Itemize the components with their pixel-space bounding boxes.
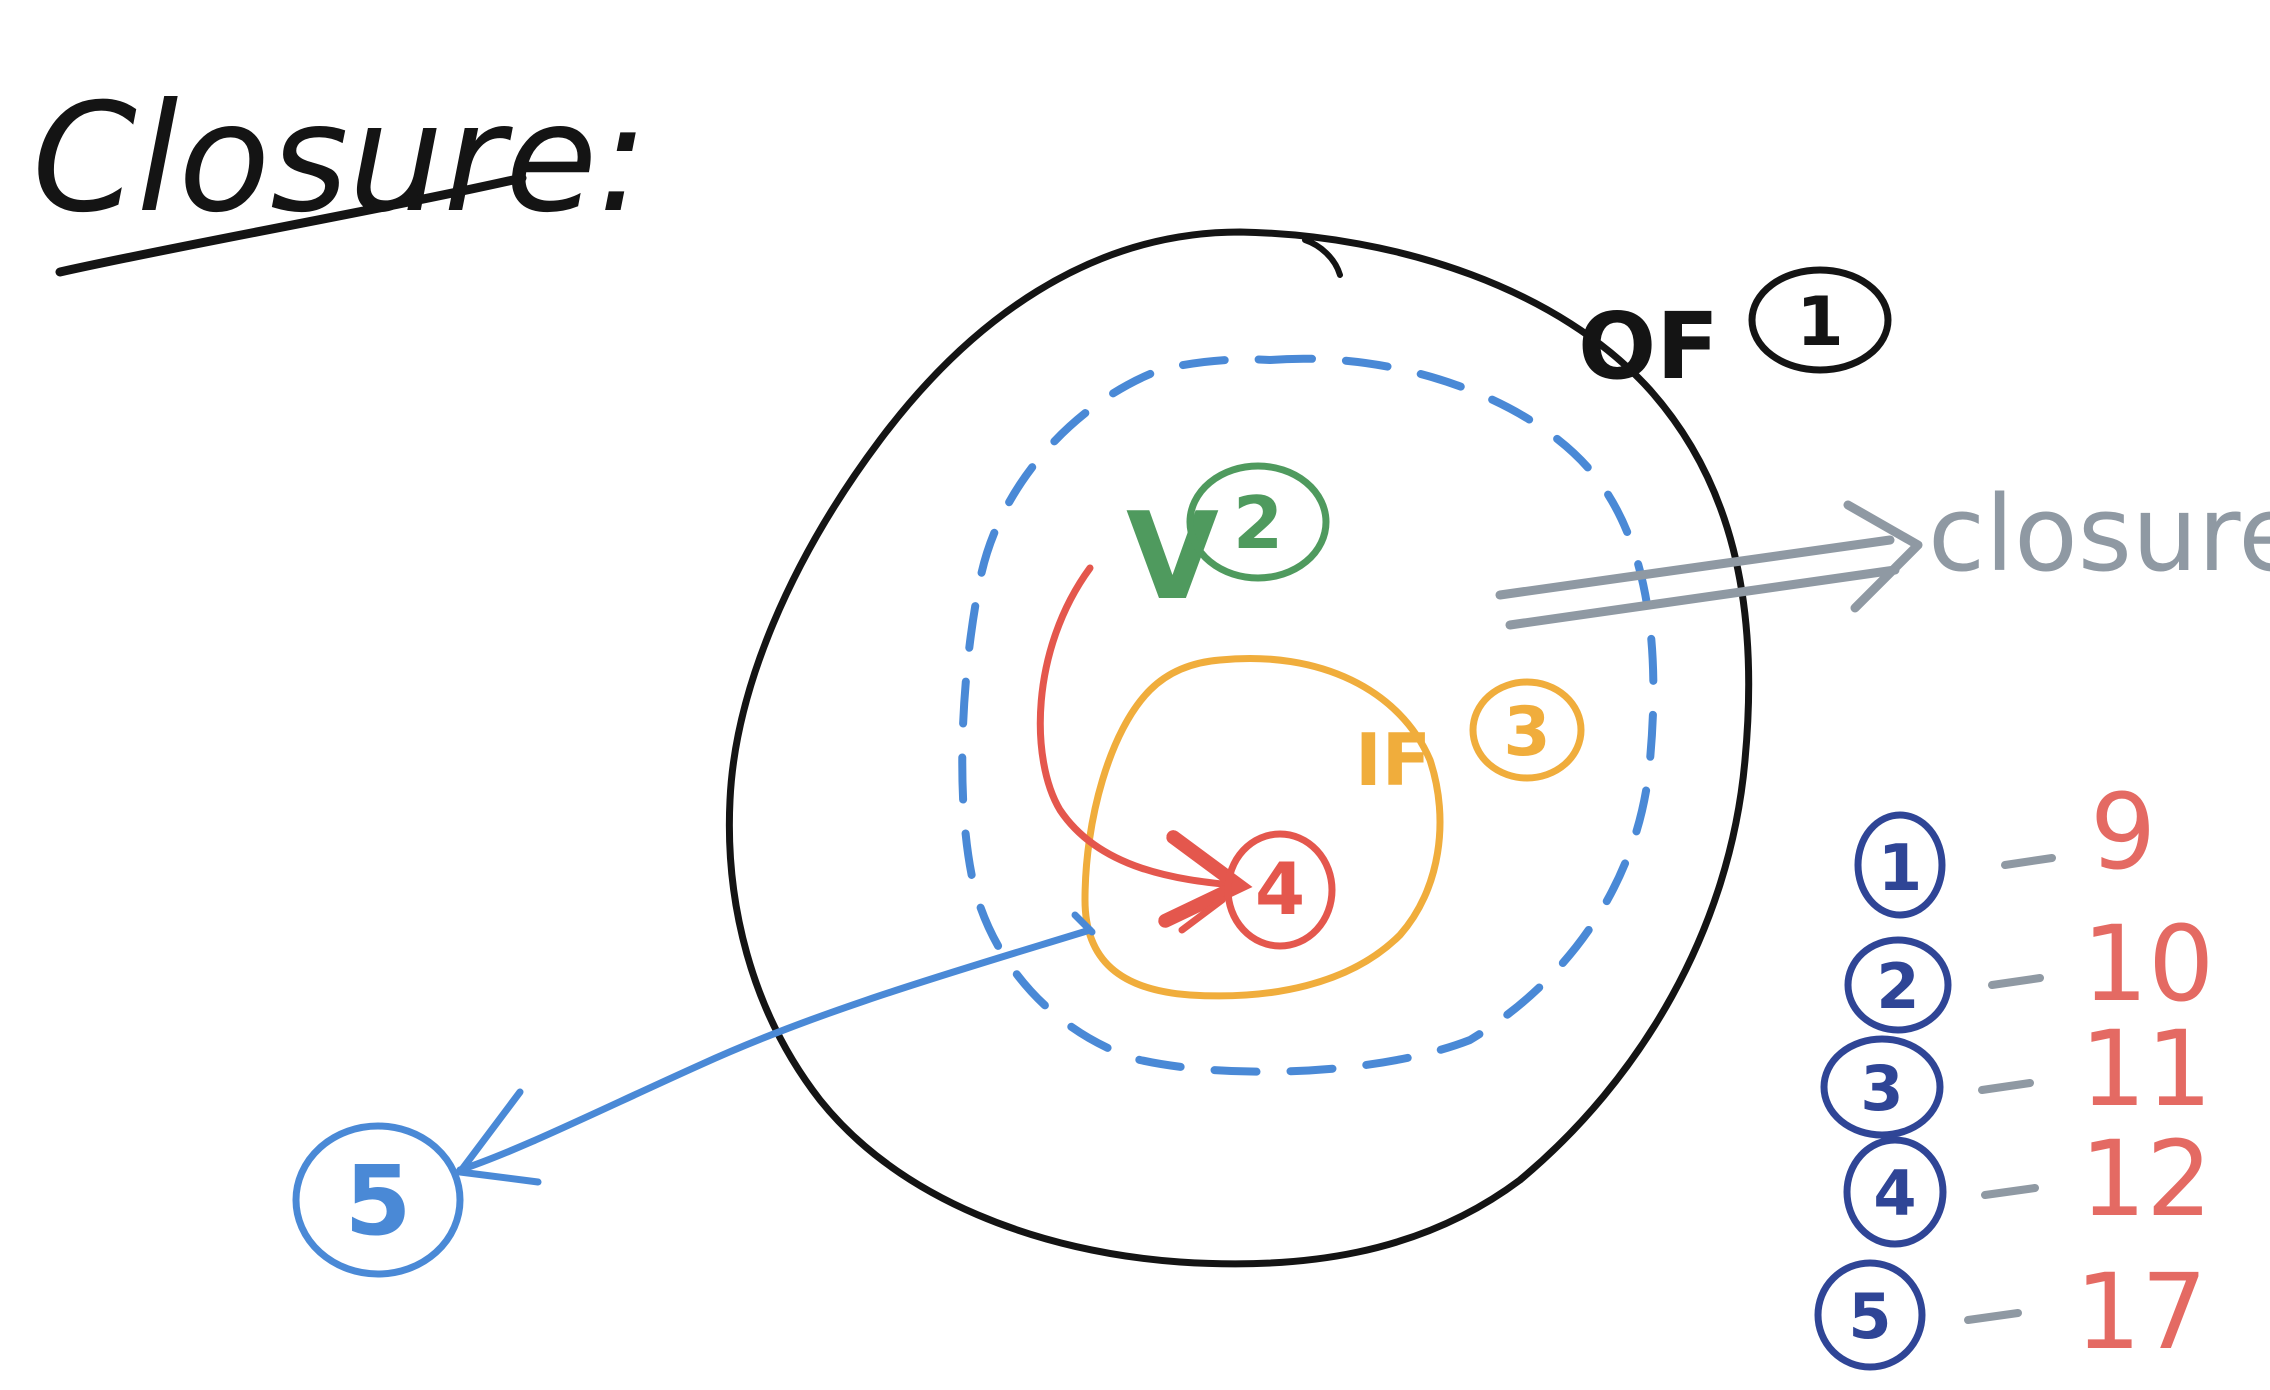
legend-key-4: 4: [1873, 1157, 1916, 1230]
closure-arrow-head: [1843, 500, 1923, 613]
outer-function-number: 1: [1796, 283, 1843, 362]
returned-function-circle: [292, 1122, 464, 1278]
title-underline: [55, 173, 527, 277]
returned-function-number: 5: [345, 1145, 412, 1257]
legend-row-4: 4 12: [1843, 1118, 2212, 1248]
return-arrow-start: [1071, 911, 1096, 936]
legend-dash-3: [1978, 1079, 2034, 1094]
legend-row-3: 3 11: [1820, 1008, 2212, 1139]
return-arrow-head: [456, 1088, 542, 1186]
legend-row-1: 1 9: [1854, 771, 2156, 919]
outer-scope-tick: [1302, 237, 1343, 278]
closure-arrow-line-top: [1495, 535, 1895, 600]
legend: 1 9 2 10 3 11 4 12 5 17: [1814, 771, 2214, 1373]
closure-arrow-line-bottom: [1505, 565, 1900, 630]
inner-function-label: IF: [1355, 718, 1431, 802]
legend-key-circle-5: [1814, 1259, 1926, 1371]
variable-number-circle: [1186, 462, 1330, 582]
legend-key-circle-1: [1854, 811, 1946, 919]
legend-key-circle-3: [1820, 1035, 1944, 1139]
legend-row-2: 2 10: [1844, 903, 2214, 1034]
return-arrow: [456, 926, 1094, 1174]
legend-row-5: 5 17: [1814, 1251, 2207, 1373]
legend-key-1: 1: [1878, 832, 1923, 906]
variable-number: 2: [1233, 481, 1283, 565]
legend-value-4: 12: [2080, 1118, 2212, 1240]
legend-key-3: 3: [1860, 1052, 1903, 1125]
legend-key-2: 2: [1876, 950, 1919, 1023]
closure-scope-boundary: [958, 354, 1658, 1076]
legend-value-3: 11: [2080, 1008, 2212, 1130]
outer-function-scope: [725, 228, 1753, 1268]
legend-key-5: 5: [1848, 1280, 1891, 1353]
legend-value-1: 9: [2090, 771, 2156, 893]
inner-function-call-circle: [1224, 830, 1336, 950]
legend-dash-4: [1981, 1184, 2039, 1199]
outer-function-number-circle: [1748, 266, 1892, 374]
legend-value-2: 10: [2082, 903, 2214, 1025]
inner-function-number: 3: [1503, 693, 1550, 772]
legend-dash-1: [2001, 854, 2056, 869]
inner-function-number-circle: [1469, 678, 1585, 782]
inner-function-call-number: 4: [1255, 847, 1305, 931]
inner-function-scope: [1081, 655, 1444, 1000]
legend-dash-5: [1964, 1309, 2022, 1324]
legend-value-5: 17: [2075, 1251, 2207, 1373]
legend-key-circle-2: [1844, 936, 1952, 1034]
legend-dash-2: [1988, 974, 2044, 989]
variable-reference-arrow: [1036, 564, 1253, 928]
closure-label: closure: [1928, 473, 2270, 595]
outer-function-label: OF: [1578, 293, 1719, 400]
legend-key-circle-4: [1843, 1136, 1947, 1248]
variable-reference-arrow-tail: [1178, 896, 1226, 934]
